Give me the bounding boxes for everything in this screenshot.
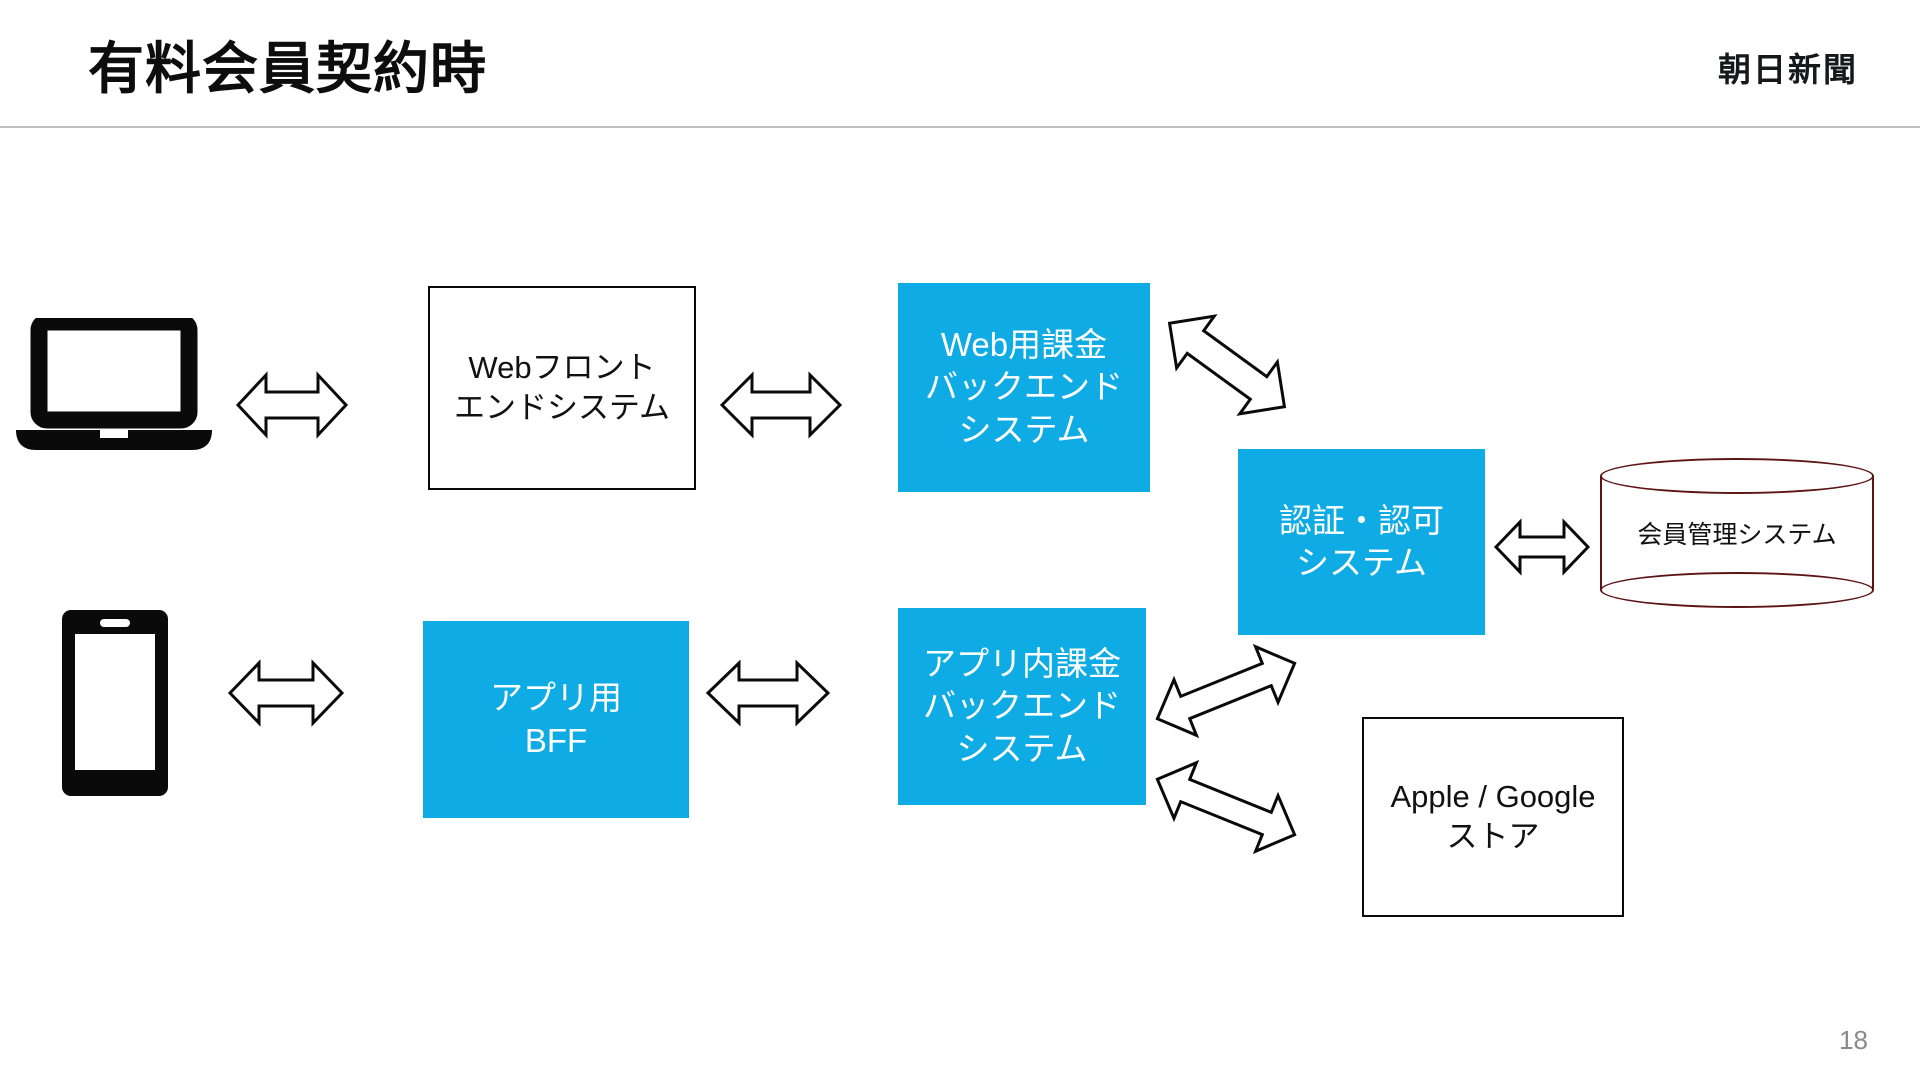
node-label: Apple / Google ストア: [1390, 779, 1596, 854]
arrow-app-billing-to-auth: [1148, 638, 1304, 744]
arrow-laptop-to-web-frontend: [235, 362, 349, 448]
node-app-bff[interactable]: アプリ用 BFF: [423, 621, 689, 818]
arrow-phone-to-app-bff: [227, 650, 345, 736]
arrow-auth-to-member-database: [1493, 512, 1591, 582]
slide-header: 有料会員契約時 朝日新聞: [0, 0, 1920, 128]
cylinder-bottom-ellipse: [1600, 572, 1874, 608]
node-appstore-googleplay[interactable]: Apple / Google ストア: [1362, 717, 1624, 917]
cylinder-body: [1600, 476, 1874, 590]
node-auth-system[interactable]: 認証・認可 システム: [1238, 449, 1485, 635]
node-label: 認証・認可 システム: [1279, 501, 1444, 581]
node-web-billing[interactable]: Web用課金 バックエンド システム: [898, 283, 1150, 492]
arrow-app-bff-to-app-billing: [705, 650, 831, 736]
node-label: Webフロント エンドシステム: [453, 350, 671, 425]
header-divider: [0, 126, 1920, 128]
node-app-billing[interactable]: アプリ内課金 バックエンド システム: [898, 608, 1146, 805]
smartphone-icon: [60, 608, 170, 798]
node-web-frontend[interactable]: Webフロント エンドシステム: [428, 286, 696, 490]
node-label: Web用課金 バックエンド システム: [925, 326, 1123, 448]
brand-logo: 朝日新聞: [1718, 53, 1858, 89]
arrow-app-billing-to-store: [1148, 752, 1304, 862]
laptop-icon: [16, 313, 234, 454]
cylinder-top-ellipse: [1600, 458, 1874, 494]
page-number: 18: [1839, 1025, 1868, 1055]
arrow-web-billing-to-auth: [1152, 300, 1302, 430]
arrow-web-frontend-to-web-billing: [719, 362, 843, 448]
node-label: 会員管理システム: [1637, 521, 1837, 549]
node-label: アプリ用 BFF: [490, 679, 622, 759]
node-member-database[interactable]: 会員管理システム: [1600, 458, 1874, 608]
node-label: アプリ内課金 バックエンド システム: [923, 645, 1121, 767]
page-title: 有料会員契約時: [88, 37, 487, 100]
